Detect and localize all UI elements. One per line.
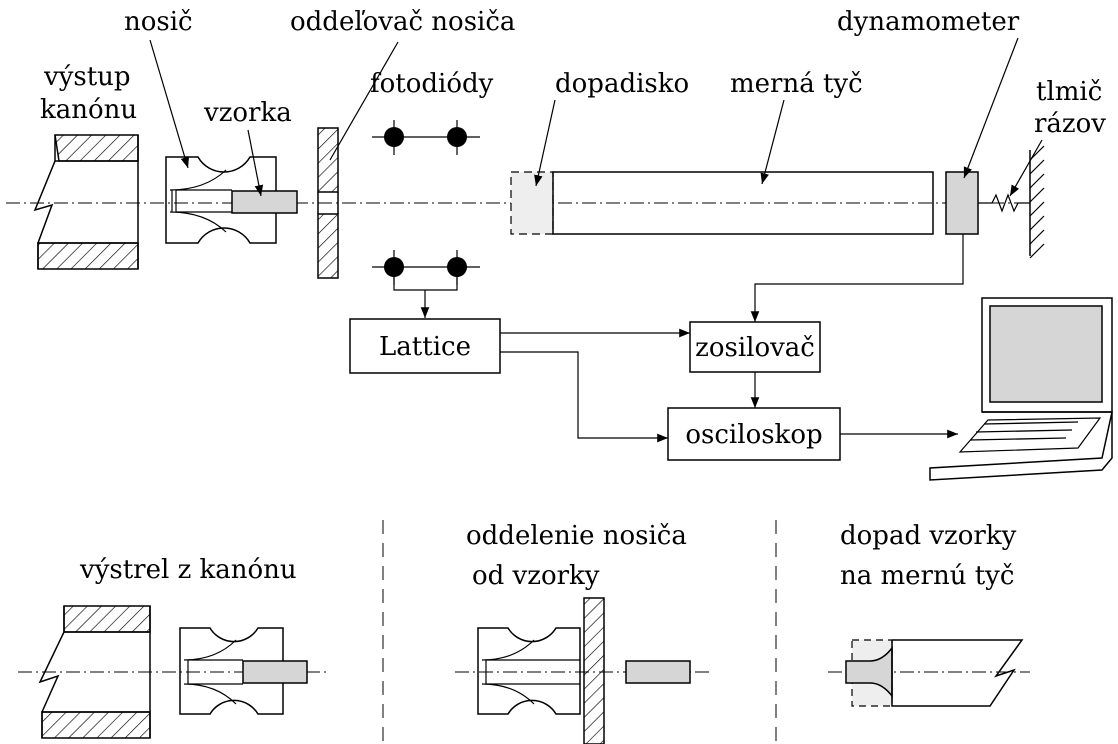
wall <box>1029 145 1045 259</box>
label-stopper: dopadisko <box>555 69 689 99</box>
label-carrier: nosič <box>124 7 193 37</box>
dynamometer <box>945 171 979 235</box>
laptop-icon <box>929 297 1113 481</box>
stage3-label-1: dopad vzorky <box>840 521 1017 551</box>
stage3-label-2: na mernú tyč <box>840 561 1014 591</box>
gun-barrel <box>33 134 139 270</box>
signal-lines <box>500 234 964 443</box>
carrier <box>165 156 298 244</box>
carrier-separator <box>317 127 339 279</box>
lattice-box <box>349 318 501 374</box>
label-bar: merná tyč <box>730 69 863 99</box>
stage2-label-1: oddelenie nosiča <box>466 521 687 551</box>
stage2-illustration <box>455 597 712 744</box>
stage2-label-2: od vzorky <box>472 561 600 591</box>
stopper <box>510 171 554 235</box>
leader-lines <box>149 37 1043 197</box>
label-damper-1: tlmič <box>1036 77 1102 107</box>
stage1-illustration <box>18 605 330 739</box>
label-photodiodes: fotodiódy <box>370 69 494 99</box>
measuring-bar <box>552 171 934 235</box>
damper-spring <box>978 193 1030 213</box>
oscilloscope-box <box>667 407 841 461</box>
label-separator: oddeľovač nosiča <box>290 7 515 37</box>
label-sample: vzorka <box>203 98 292 128</box>
label-damper-2: rázov <box>1034 109 1106 139</box>
amplifier-label: zosilovač <box>695 333 815 363</box>
oscilloscope-label: osciloskop <box>685 420 822 450</box>
photodiodes <box>372 120 480 318</box>
stage3-illustration <box>828 639 1030 707</box>
lattice-label: Lattice <box>379 332 471 362</box>
sample <box>231 190 298 214</box>
stage1-label: výstrel z kanónu <box>79 555 297 585</box>
label-dynamometer: dynamometer <box>837 7 1020 37</box>
label-gun-exit-2: kanónu <box>40 95 137 125</box>
label-gun-exit-1: výstup <box>43 62 131 92</box>
